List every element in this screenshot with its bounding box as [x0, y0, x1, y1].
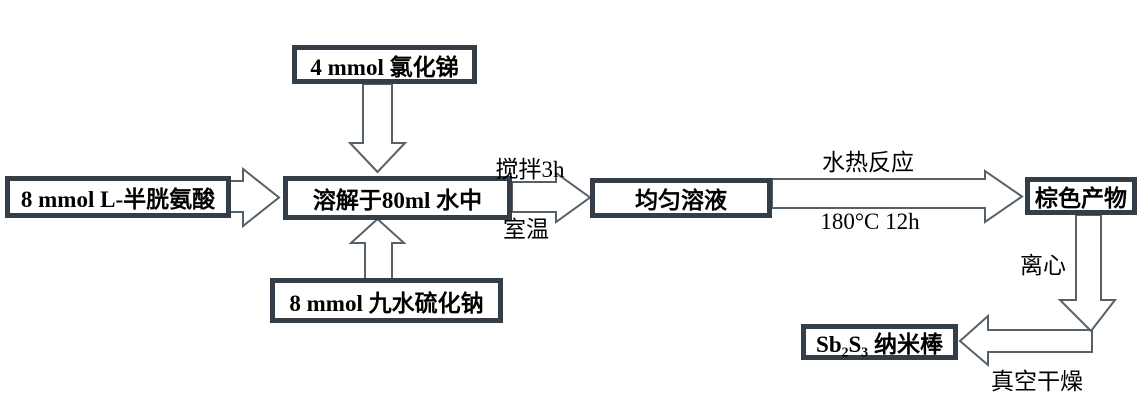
box-nanorods: Sb₂S₃ 纳米棒 [801, 324, 958, 360]
label-hydrothermal: 水热反应 [822, 150, 914, 175]
arrow-cysteine-to-dissolve-icon [229, 166, 281, 229]
box-cysteine: 8 mmol L-半胱氨酸 [5, 176, 231, 218]
box-cysteine-label: 8 mmol L-半胱氨酸 [20, 187, 216, 212]
box-brown-product: 棕色产物 [1025, 177, 1137, 215]
box-antimony-chloride-label: 4 mmol 氯化锑 [310, 54, 459, 80]
arrow-sbcl3-to-dissolve-icon [347, 83, 408, 174]
label-vacuum-dry: 真空干燥 [991, 369, 1083, 394]
arrow-dissolve-to-solution-icon [511, 171, 592, 224]
box-solution: 均匀溶液 [590, 178, 772, 218]
box-solution-label: 均匀溶液 [635, 188, 727, 213]
box-brown-product-label: 棕色产物 [1035, 186, 1127, 211]
arrow-product-to-junction-icon [1057, 214, 1118, 333]
box-dissolve-label: 溶解于80ml 水中 [312, 188, 483, 213]
arrow-junction-to-nanorods-icon [958, 313, 1093, 368]
box-sodium-sulfide-label: 8 mmol 九水硫化钠 [289, 290, 484, 316]
arrow-na2s-to-dissolve-icon [348, 217, 407, 280]
arrow-solution-to-product-icon [771, 169, 1024, 224]
box-nanorods-label: Sb₂S₃ 纳米棒 [816, 332, 943, 357]
label-centrifuge: 离心 [1020, 253, 1066, 278]
label-condition: 180°C 12h [820, 209, 920, 234]
label-room-temp: 室温 [503, 217, 549, 242]
box-sodium-sulfide: 8 mmol 九水硫化钠 [270, 278, 503, 323]
box-dissolve: 溶解于80ml 水中 [283, 176, 512, 220]
box-antimony-chloride: 4 mmol 氯化锑 [292, 45, 477, 84]
label-stir: 搅拌3h [495, 157, 565, 182]
